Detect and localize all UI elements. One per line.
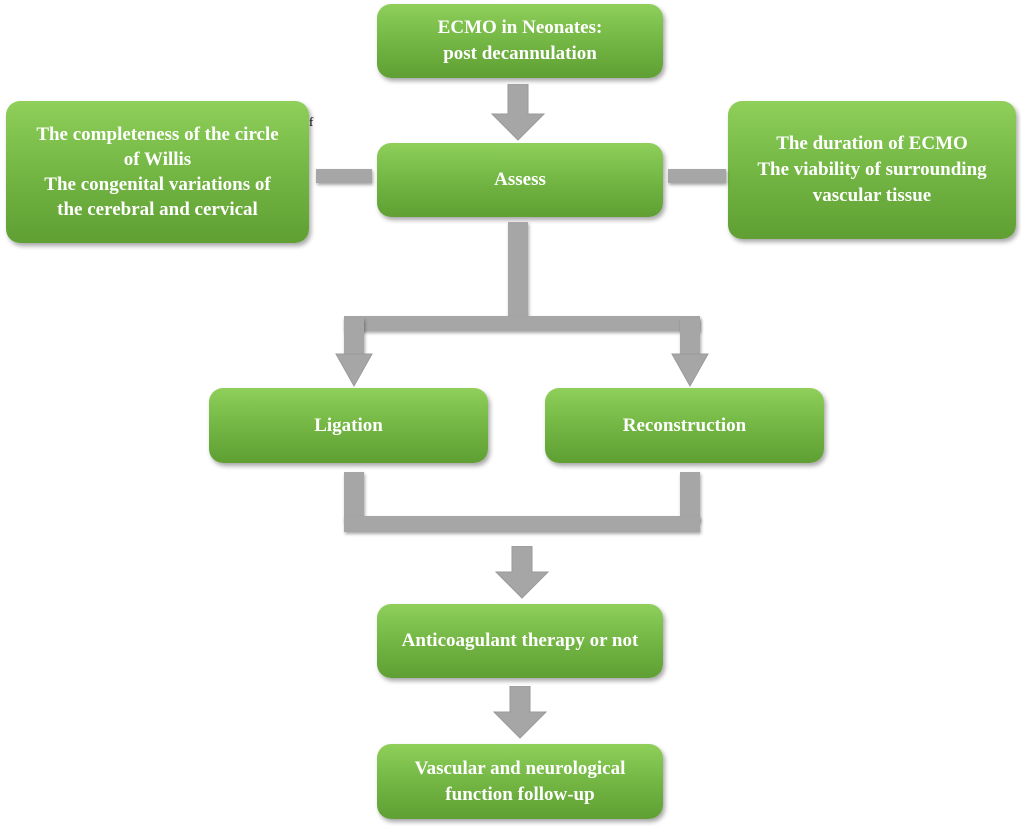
node-followup-line-1: Vascular and neurological (414, 757, 626, 779)
node-ligation: Ligation (209, 388, 488, 463)
node-ecmo-post-decannulation: ECMO in Neonates: post decannulation (377, 4, 663, 78)
arrow-to-ligation (335, 353, 373, 388)
node-start-line-1: ECMO in Neonates: (437, 17, 603, 38)
connector-right-factors (668, 169, 726, 183)
connector-left-factors (316, 169, 372, 183)
node-assess: Assess (377, 143, 663, 217)
arrow-to-anticoagulant (494, 546, 550, 599)
node-reconstruction: Reconstruction (545, 388, 824, 463)
node-ligation-label: Ligation (314, 414, 383, 436)
node-reconstruction-label: Reconstruction (622, 414, 747, 436)
left-factors-line-1: The completeness of the circle (36, 124, 279, 145)
connector-split-right-stem (680, 318, 700, 358)
arrow-to-followup (492, 686, 548, 739)
node-followup: Vascular and neurological function follo… (377, 744, 663, 819)
node-assess-label: Assess (494, 169, 546, 190)
arrow-start-to-assess (490, 84, 546, 141)
right-factors-line-3: vascular tissue (812, 185, 932, 206)
connector-assess-down (508, 222, 528, 316)
node-followup-line-2: function follow-up (445, 783, 595, 805)
right-factors-line-2: The viability of surrounding (757, 159, 987, 180)
connector-merge-right-stem (680, 472, 700, 522)
stray-mark: f (309, 114, 314, 129)
left-factors-line-4: the cerebral and cervical (57, 199, 258, 220)
node-anticoagulant-label: Anticoagulant therapy or not (401, 630, 639, 651)
node-left-factors: The completeness of the circle of Willis… (6, 101, 309, 243)
node-anticoagulant-therapy: Anticoagulant therapy or not (377, 604, 663, 678)
connector-merge-horizontal (344, 516, 700, 532)
left-factors-line-3: The congenital variations of (44, 174, 271, 195)
connector-split-horizontal (344, 316, 700, 331)
left-factors-line-2: of Willis (123, 149, 192, 170)
connector-merge-left-stem (344, 472, 364, 522)
right-factors-line-1: The duration of ECMO (776, 133, 968, 154)
connector-split-left-stem (344, 318, 364, 358)
arrow-to-reconstruction (671, 353, 709, 388)
node-right-factors: The duration of ECMO The viability of su… (728, 101, 1016, 239)
node-start-line-2: post decannulation (443, 43, 597, 64)
